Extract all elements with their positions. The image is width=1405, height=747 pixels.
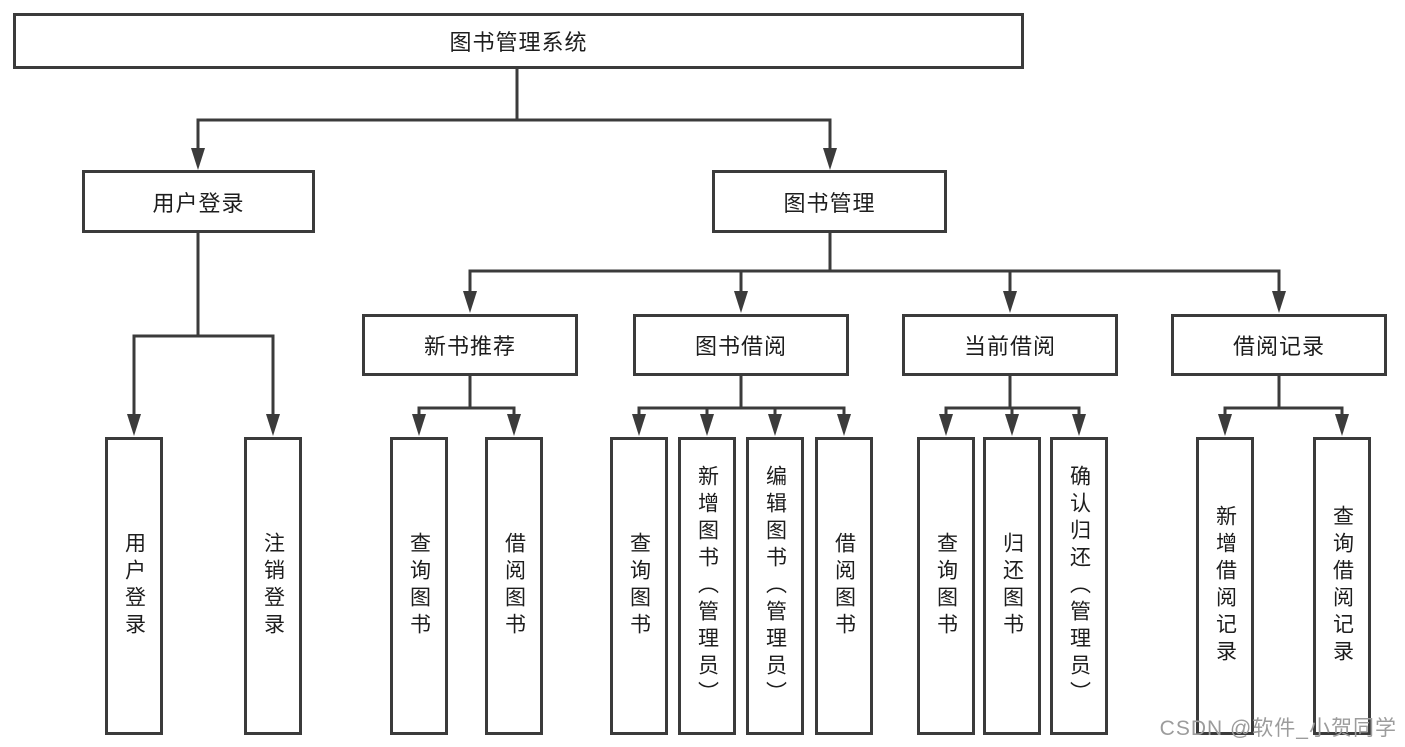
leaf-records-query-record-label: 查询借阅记录 (1330, 505, 1354, 667)
node-user-login: 用户登录 (82, 170, 315, 233)
leaf-recommend-query-books: 查询图书 (390, 437, 448, 735)
leaf-records-add-record: 新增借阅记录 (1196, 437, 1254, 735)
leaf-logout: 注销登录 (244, 437, 302, 735)
leaf-current-confirm-return-admin: 确认归还（管理员） (1050, 437, 1108, 735)
leaf-borrowing-edit-books-admin-label: 编辑图书（管理员） (763, 464, 787, 708)
leaf-current-confirm-return-admin-label: 确认归还（管理员） (1067, 464, 1091, 708)
leaf-user-login: 用户登录 (105, 437, 163, 735)
leaf-borrowing-query-books-label: 查询图书 (627, 532, 651, 640)
leaf-borrowing-borrow-books: 借阅图书 (815, 437, 873, 735)
node-library-management-system: 图书管理系统 (13, 13, 1024, 69)
leaf-current-return-books-label: 归还图书 (1000, 532, 1024, 640)
node-book-borrowing: 图书借阅 (633, 314, 849, 376)
leaf-borrowing-borrow-books-label: 借阅图书 (832, 532, 856, 640)
leaf-borrowing-query-books: 查询图书 (610, 437, 668, 735)
node-book-management: 图书管理 (712, 170, 947, 233)
leaf-borrowing-add-books-admin-label: 新增图书（管理员） (695, 464, 719, 708)
node-new-book-recommend: 新书推荐 (362, 314, 578, 376)
leaf-current-query-books: 查询图书 (917, 437, 975, 735)
leaf-recommend-borrow-books-label: 借阅图书 (502, 532, 526, 640)
leaf-current-return-books: 归还图书 (983, 437, 1041, 735)
leaf-borrowing-add-books-admin: 新增图书（管理员） (678, 437, 736, 735)
leaf-borrowing-edit-books-admin: 编辑图书（管理员） (746, 437, 804, 735)
node-current-borrowing: 当前借阅 (902, 314, 1118, 376)
leaf-current-query-books-label: 查询图书 (934, 532, 958, 640)
arrow-down-icons (127, 148, 1349, 436)
leaf-records-add-record-label: 新增借阅记录 (1213, 505, 1237, 667)
leaf-records-query-record: 查询借阅记录 (1313, 437, 1371, 735)
node-borrowing-records: 借阅记录 (1171, 314, 1387, 376)
watermark: CSDN @软件_小贺同学 (1159, 717, 1397, 740)
leaf-user-login-label: 用户登录 (122, 532, 146, 640)
leaf-logout-label: 注销登录 (261, 532, 285, 640)
leaf-recommend-query-books-label: 查询图书 (407, 532, 431, 640)
leaf-recommend-borrow-books: 借阅图书 (485, 437, 543, 735)
